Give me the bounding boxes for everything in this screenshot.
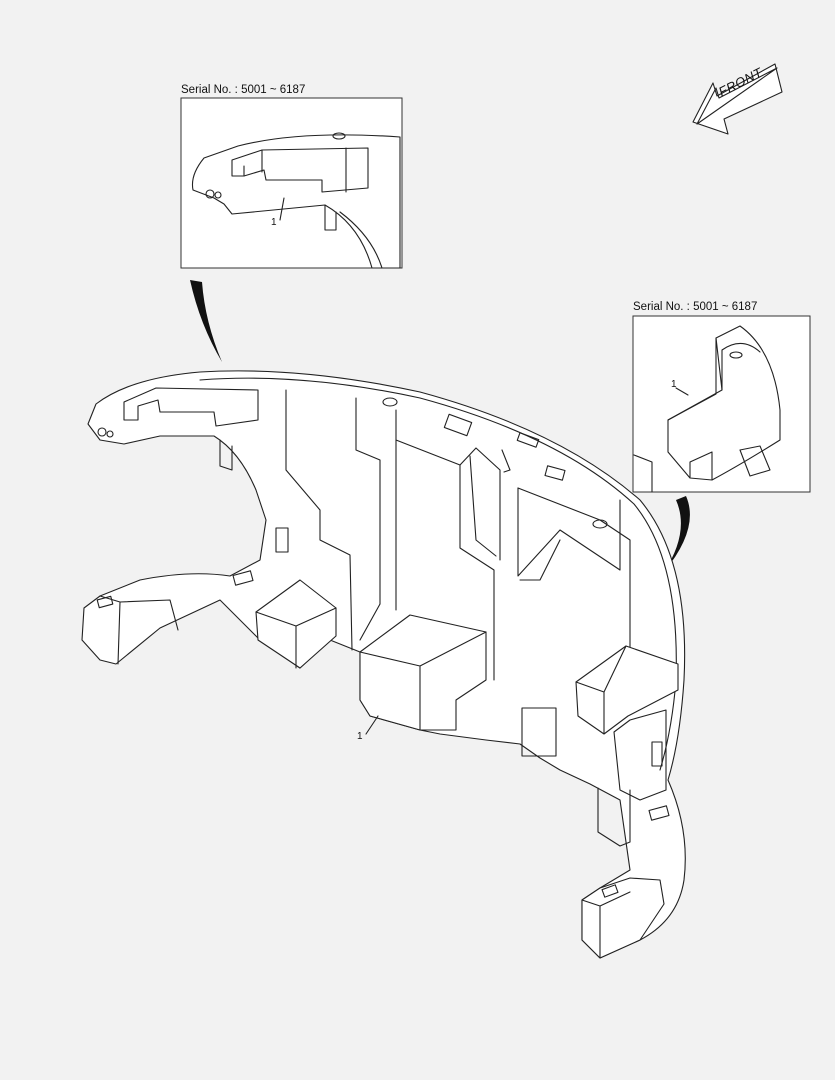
front-arrow-icon	[692, 63, 783, 135]
inset-right-drawing	[632, 315, 811, 493]
leader-right-inset	[664, 496, 690, 572]
inset-top-drawing	[180, 97, 403, 269]
inset-top-part-number: 1	[271, 217, 277, 228]
counterweight-main	[81, 370, 686, 959]
inset-right-part-number: 1	[671, 379, 677, 390]
main-part-number: 1	[357, 731, 363, 742]
inset-right-serial-label: Serial No. : 5001 ~ 6187	[633, 301, 758, 313]
inset-top-serial-label: Serial No. : 5001 ~ 6187	[181, 84, 306, 96]
leader-top-inset	[190, 280, 222, 362]
